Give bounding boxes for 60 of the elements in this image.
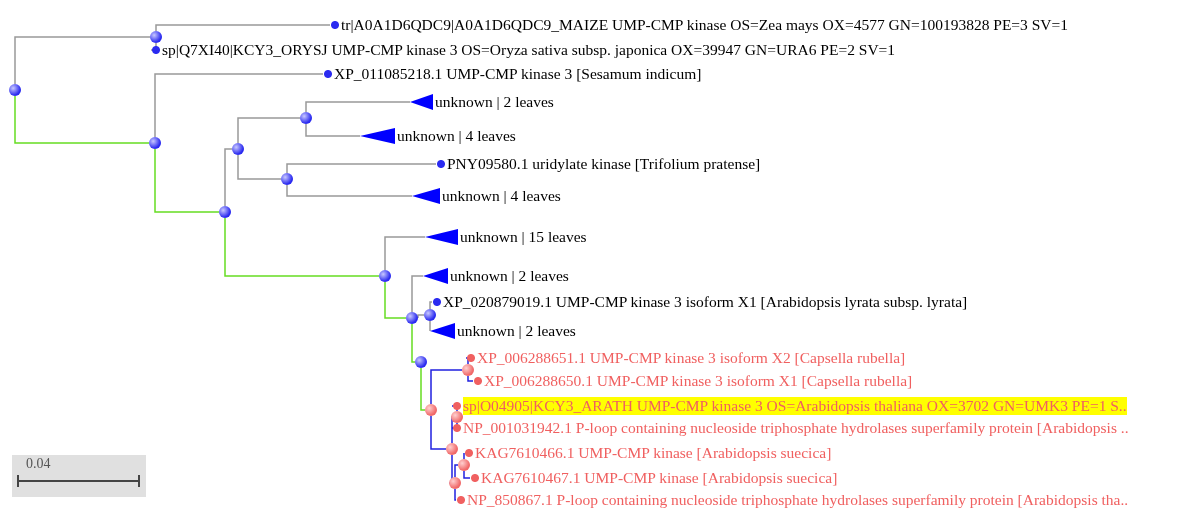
branch-line (451, 422, 458, 429)
node-circle (446, 443, 458, 455)
node-circle (219, 206, 231, 218)
branch-line (467, 375, 474, 382)
branch-line (454, 488, 457, 501)
branch-line (224, 217, 380, 277)
collapsed-clade: unknown | 2 leaves (410, 93, 554, 111)
node-circle (458, 459, 470, 471)
collapsed-clade: unknown | 4 leaves (360, 127, 516, 145)
branch-line (286, 184, 413, 197)
branch-line (305, 101, 411, 113)
node-circle (406, 312, 418, 324)
branch-line (463, 470, 471, 479)
branch-line (384, 236, 426, 271)
branch-line (430, 369, 463, 405)
branch-line (384, 281, 407, 319)
branch-line (224, 148, 233, 207)
taxon-label: XP_020879019.1 UMP-CMP kinase 3 isoform X1 [Arabidopsis lyrata subsp. lyrata] (432, 293, 968, 311)
node-circle (150, 31, 162, 43)
branch-line (154, 73, 324, 138)
taxon-label: PNY09580.1 uridylate kinase [Trifolium pratense] (436, 155, 761, 173)
branch-line (237, 117, 301, 144)
taxon-label: XP_006288651.1 UMP-CMP kinase 3 isoform X2 [Capsella rubella] (466, 349, 906, 367)
branch-line (463, 452, 465, 460)
node-circle (449, 477, 461, 489)
node-circle (9, 84, 21, 96)
collapsed-clade: unknown | 2 leaves (430, 322, 576, 340)
taxon-label: XP_006288650.1 UMP-CMP kinase 3 isoform X1 [Capsella rubella] (473, 372, 913, 390)
collapsed-clade: unknown | 15 leaves (425, 228, 587, 246)
node-circle (281, 173, 293, 185)
branch-line (417, 314, 425, 319)
node-circle (300, 112, 312, 124)
node-circle (462, 364, 474, 376)
node-circle (232, 143, 244, 155)
branch-line (14, 95, 150, 144)
scale-label: 0.04 (26, 456, 51, 472)
taxon-label: NP_001031942.1 P-loop containing nucleoside triphosphate hydrolases superfamily protein [Arabidopsis .. (452, 419, 1129, 437)
branch-line (237, 154, 282, 180)
node-circle (379, 270, 391, 282)
node-circle (424, 309, 436, 321)
branch-line (411, 275, 424, 313)
node-circle (415, 356, 427, 368)
taxon-label: NP_850867.1 P-loop containing nucleoside triphosphate hydrolases superfamily protein [Arabidopsis tha.. (456, 491, 1129, 509)
branch-line (465, 357, 469, 365)
collapsed-clade: unknown | 2 leaves (423, 267, 569, 285)
branch-line (305, 123, 361, 137)
branch-line (429, 301, 433, 310)
node-circle (149, 137, 161, 149)
branch-line (154, 148, 220, 213)
branch-line (454, 464, 459, 478)
collapsed-clade: unknown | 4 leaves (412, 187, 561, 205)
branch-line (411, 323, 416, 363)
branch-line (420, 367, 426, 411)
branch-line (286, 163, 437, 174)
taxon-label: sp|O04905|KCY3_ARATH UMP-CMP kinase 3 OS=Arabidopsis thaliana OX=3702 GN=UMK3 PE=1 S.. (452, 397, 1127, 415)
node-circle (425, 404, 437, 416)
branch-line (430, 415, 447, 450)
branch-line (155, 24, 331, 32)
branch-line (14, 36, 151, 85)
branch-line (150, 42, 157, 51)
